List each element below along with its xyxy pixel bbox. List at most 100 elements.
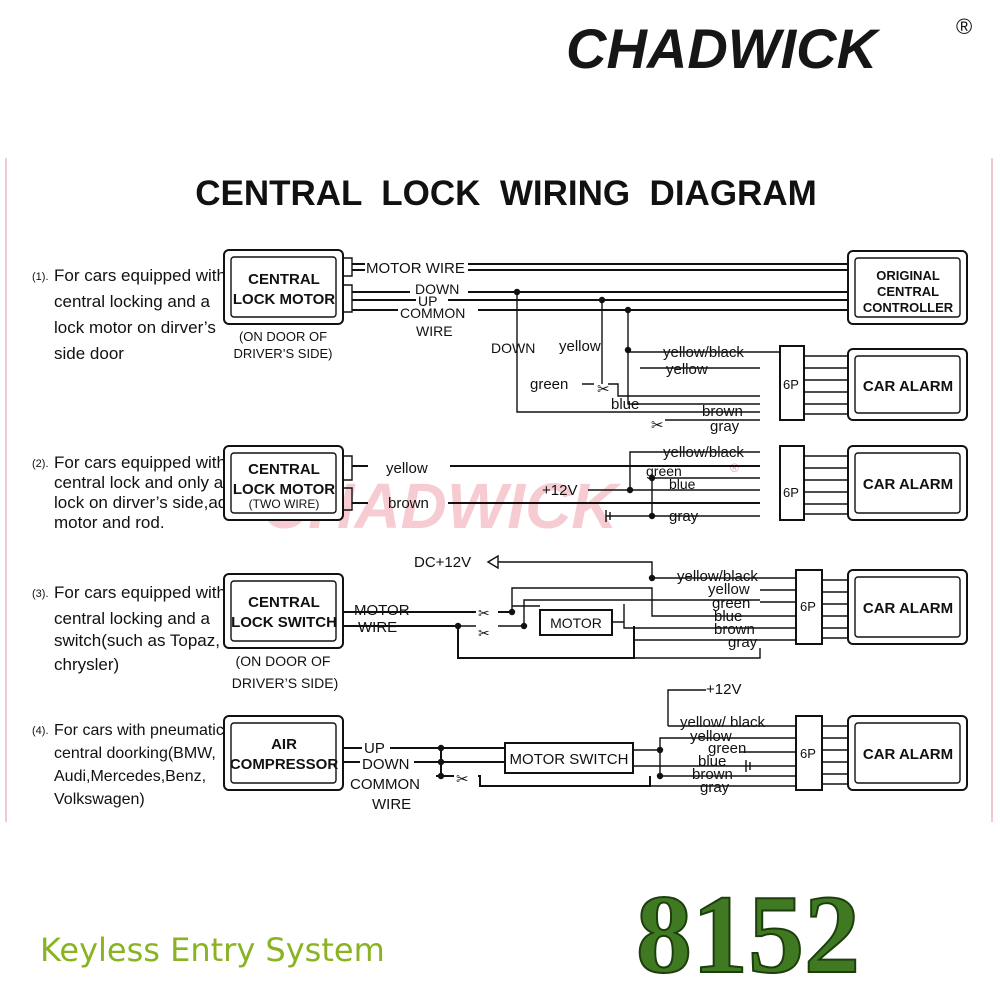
brand-logo: CHADWICK [566, 17, 881, 80]
section-1: (1). For cars equipped with central lock… [32, 249, 968, 435]
section-4-desc-line-1: For cars with pneumatic [54, 722, 224, 739]
label-gray: gray [700, 779, 730, 796]
central-lock-motor-two-wire-box: CENTRAL LOCK MOTOR (TWO WIRE) [223, 445, 344, 521]
device-label-line-2: LOCK MOTOR [233, 291, 335, 308]
section-3: (3). For cars equipped with central lock… [32, 554, 968, 691]
device-note-line-1: (ON DOOR OF [239, 329, 327, 344]
section-1-desc-line-3: lock motor on dirver’s [54, 318, 216, 337]
device-label-line-2: COMPRESSOR [230, 756, 339, 773]
motor-switch-box [504, 742, 634, 774]
section-4: (4). For cars with pneumatic central doo… [32, 681, 968, 813]
label-brown: brown [702, 403, 743, 420]
section-3-desc-line-1: For cars equipped with [54, 583, 226, 602]
device-note-line-2: DRIVER’S SIDE) [232, 675, 339, 691]
section-4-desc-line-4: Volkswagen) [54, 791, 145, 808]
label-motor-wire: MOTOR WIRE [366, 260, 465, 277]
device-note-line-1: (ON DOOR OF [236, 653, 331, 669]
label-green: green [530, 376, 568, 393]
controller-label-line-1: ORIGINAL [876, 268, 940, 283]
section-2-desc-line-1: For cars equipped with [54, 453, 226, 472]
car-alarm-label: CAR ALARM [863, 746, 953, 763]
cut-mark-bottom: ✂ [478, 625, 490, 641]
registered-mark: ® [956, 14, 972, 39]
section-1-desc-line-1: For cars equipped with [54, 266, 226, 285]
connector-label: 6P [800, 599, 816, 614]
connector-6p [795, 569, 823, 645]
connector-label: 6P [783, 377, 799, 392]
ground-symbol [605, 510, 611, 522]
section-2: (2). For cars equipped with central lock… [32, 444, 968, 532]
section-4-number: (4). [32, 725, 49, 737]
diagram-title: CENTRAL LOCK WIRING DIAGRAM [195, 174, 817, 213]
car-alarm-box: CAR ALARM [847, 715, 968, 791]
label-gray: gray [728, 634, 758, 651]
car-alarm-label: CAR ALARM [863, 476, 953, 493]
car-alarm-box: CAR ALARM [847, 348, 968, 421]
section-3-desc-line-3: switch(such as Topaz, [54, 631, 220, 650]
yellow-black-wire [498, 561, 760, 579]
label-blue: blue [611, 396, 639, 413]
label-common: COMMON [350, 776, 420, 793]
device-label-line-2: LOCK SWITCH [231, 614, 337, 631]
label-yellow-black: yellow/ black [680, 714, 766, 731]
label-green: green [646, 463, 682, 479]
central-lock-switch-box: CENTRAL LOCK SWITCH [223, 573, 344, 649]
original-central-controller-box: ORIGINAL CENTRAL CONTROLLER [847, 250, 968, 325]
blue-wire [627, 352, 760, 405]
car-alarm-box: CAR ALARM [847, 569, 968, 645]
section-3-desc-line-2: central locking and a [54, 609, 210, 628]
ground-symbol [745, 760, 751, 772]
section-1-number: (1). [32, 271, 49, 283]
label-down-drop: DOWN [491, 340, 535, 356]
yellow-wire [633, 737, 760, 751]
tagline: Keyless Entry System [40, 931, 385, 969]
label-yellow-black: yellow/black [663, 344, 744, 361]
connector-6p [795, 715, 823, 791]
label-common: COMMON [400, 305, 465, 321]
section-3-desc-line-4: chrysler) [54, 655, 119, 674]
label-down: DOWN [362, 756, 410, 773]
section-1-desc-line-2: central locking and a [54, 292, 210, 311]
device-label-line-1: CENTRAL [248, 594, 320, 611]
section-3-number: (3). [32, 588, 49, 600]
air-compressor-box: AIR COMPRESSOR [223, 715, 344, 791]
section-2-desc-line-4: motor and rod. [54, 513, 165, 532]
wire-return [343, 625, 635, 659]
label-blue: blue [714, 608, 742, 625]
device-label-line-2: LOCK MOTOR [233, 481, 335, 498]
green-wire [511, 587, 760, 617]
label-wire: WIRE [416, 323, 453, 339]
green-wire [582, 383, 760, 397]
central-lock-motor-box: CENTRAL LOCK MOTOR [223, 249, 344, 325]
device-label-line-1: CENTRAL [248, 271, 320, 288]
connector-6p [779, 345, 805, 421]
connector-label: 6P [783, 485, 799, 500]
label-green: green [708, 740, 746, 757]
section-4-desc-line-2: central doorking(BMW, [54, 745, 216, 762]
green-wire [651, 477, 760, 516]
label-yellow: yellow [666, 361, 708, 378]
section-2-number: (2). [32, 458, 49, 470]
device-label-line-1: CENTRAL [248, 461, 320, 478]
label-yellow: yellow [690, 728, 732, 745]
label-brown: brown [388, 495, 429, 512]
label-plus12v: +12V [542, 482, 577, 499]
brown-wire [633, 626, 760, 641]
section-2-desc-line-3: lock on dirver’s side,add [54, 493, 237, 512]
section-1-desc-line-4: side door [54, 344, 124, 363]
connector-label: 6P [800, 746, 816, 761]
label-yellow: yellow [708, 581, 750, 598]
blue-wire [612, 604, 760, 629]
label-brown: brown [714, 621, 755, 638]
motor-terminals [343, 257, 353, 313]
label-yellow-black: yellow/black [663, 444, 744, 461]
car-alarm-label: CAR ALARM [863, 378, 953, 395]
label-gray: gray [710, 418, 740, 435]
label-down: DOWN [415, 281, 459, 297]
dc12v-arrow [486, 554, 499, 570]
device-label-line-1: AIR [271, 736, 297, 753]
car-alarm-box: CAR ALARM [847, 445, 968, 521]
down-tap-to-brown [516, 292, 760, 413]
gray-wire [634, 648, 761, 659]
